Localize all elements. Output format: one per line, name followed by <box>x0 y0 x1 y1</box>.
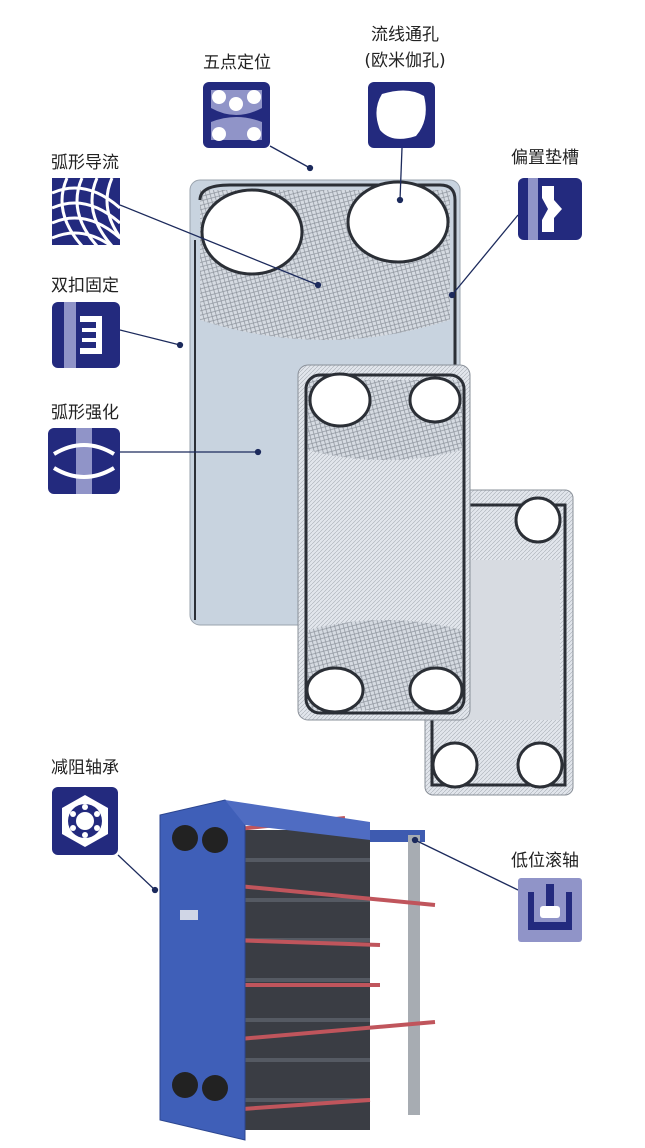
label-five-point: 五点定位 <box>203 53 271 73</box>
arc-reinforce-icon <box>48 428 120 494</box>
label-omega-port: 流线通孔 <box>371 25 439 45</box>
leader-lines <box>117 145 519 894</box>
label-arc-reinforce: 弧形强化 <box>51 403 119 423</box>
omega-port-icon <box>368 82 435 148</box>
arc-flow-pattern-icon <box>52 178 120 245</box>
double-clip-icon <box>52 302 120 368</box>
label-arc-flow: 弧形导流 <box>51 153 119 173</box>
label-omega-port-sub: (欧米伽孔) <box>364 51 446 71</box>
plate-medium <box>297 364 471 721</box>
offset-groove-icon <box>518 178 582 240</box>
label-low-roller: 低位滚轴 <box>511 851 579 871</box>
bearing-icon <box>52 787 118 855</box>
five-point-positioning-icon <box>203 82 270 148</box>
label-double-clip: 双扣固定 <box>51 276 119 296</box>
low-roller-icon <box>518 878 582 942</box>
label-offset-groove: 偏置垫槽 <box>511 148 579 168</box>
heat-exchanger-frame <box>159 799 436 1141</box>
label-bearing: 减阻轴承 <box>51 758 119 778</box>
